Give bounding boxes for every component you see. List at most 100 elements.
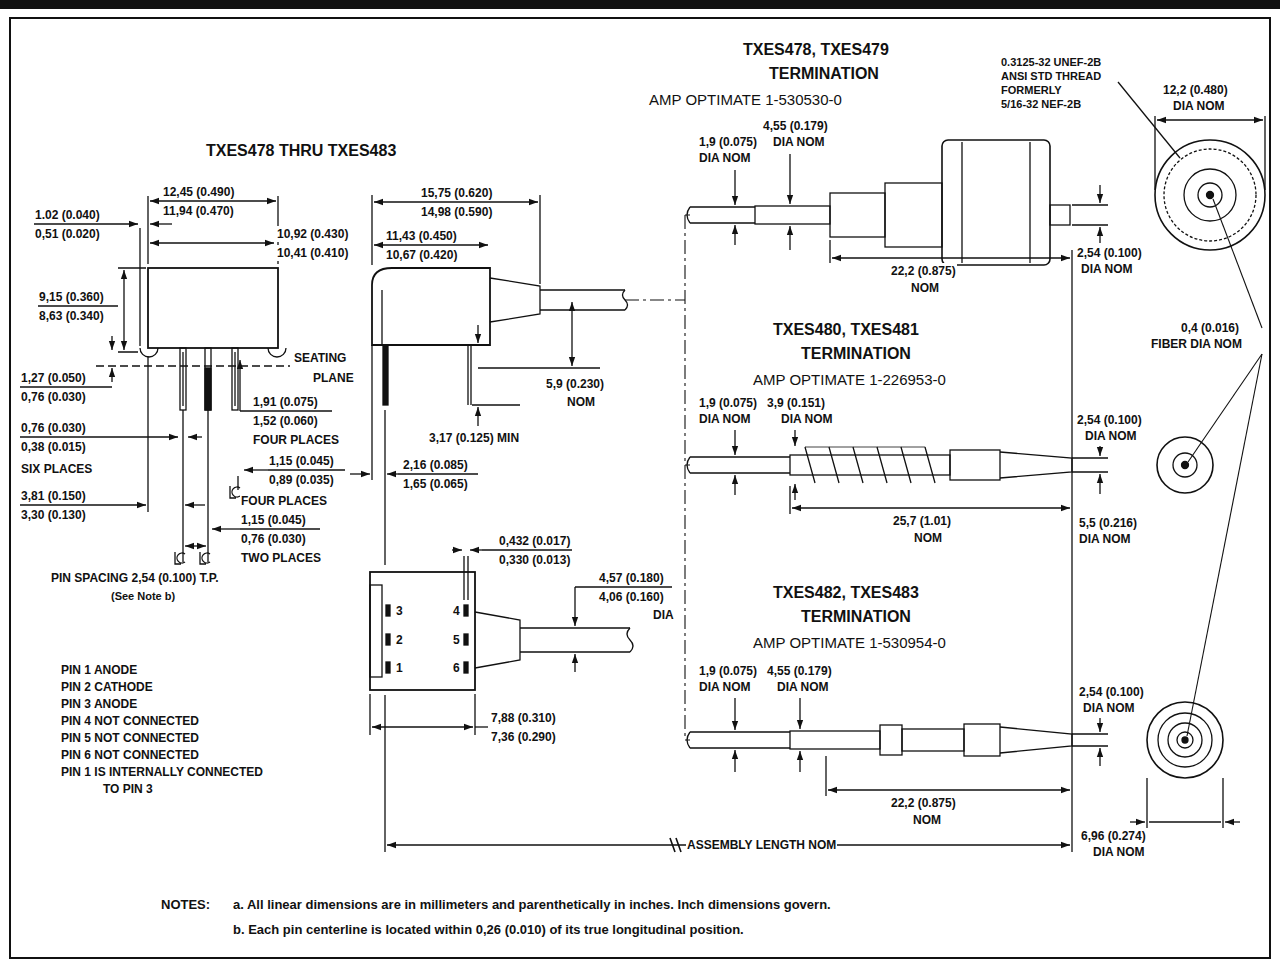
- front-view: [175, 552, 185, 564]
- bottom-view: [386, 662, 390, 673]
- connection-centerline: [625, 215, 690, 740]
- end-view-top: [1155, 116, 1265, 190]
- front-view: [118, 268, 146, 352]
- dimension-label: 11,94 (0.470): [162, 203, 235, 219]
- dimension-label: 1,27 (0.050): [20, 370, 87, 386]
- front-view: [96, 365, 290, 366]
- end-view-bottom: [1130, 702, 1240, 828]
- dimension-label: NOM: [913, 530, 943, 546]
- termination-1226953: [790, 455, 950, 475]
- dimension-label: 25,7 (1.01): [892, 513, 952, 529]
- view-title: AMP OPTIMATE 1-530954-0: [752, 635, 947, 651]
- bottom-view: [575, 586, 672, 587]
- dimension-label: 10,41 (0.410): [276, 245, 349, 261]
- side-view: [350, 195, 628, 852]
- view-title: AMP OPTIMATE 1-530530-0: [648, 92, 843, 108]
- end-view-bottom: [1225, 821, 1240, 822]
- termination-1226953: [805, 447, 935, 483]
- dimension-label: TWO PLACES: [240, 550, 322, 566]
- dimension-label: PIN 1 IS INTERNALLY CONNECTED: [60, 764, 264, 780]
- termination-1530954: [734, 698, 735, 730]
- dimension-label: DIA NOM: [1078, 531, 1132, 547]
- front-view: [234, 352, 235, 406]
- dimension-label: PIN 4 NOT CONNECTED: [60, 713, 200, 729]
- bottom-view: [482, 549, 572, 550]
- dimension-label: 11,43 (0.450): [385, 228, 458, 244]
- front-view: [34, 223, 138, 224]
- dimension-label: DIA NOM: [772, 134, 826, 150]
- dimension-label: PIN 2 CATHODE: [60, 679, 154, 695]
- bottom-view: [386, 634, 390, 645]
- front-view: [20, 386, 112, 387]
- termination-1226953: [805, 447, 925, 448]
- end-view-bottom: [1149, 821, 1221, 822]
- end-view-top: [1184, 169, 1236, 221]
- side-view: [381, 290, 382, 345]
- bottom-view: [520, 628, 630, 652]
- side-view: [372, 268, 490, 345]
- front-view: [140, 348, 158, 357]
- dimension-label: 2: [395, 632, 404, 648]
- termination-1530530: [789, 226, 790, 250]
- side-view: [540, 290, 625, 310]
- assembly-length: [1071, 250, 1072, 852]
- bottom-view: [370, 585, 382, 677]
- bottom-view: [464, 634, 468, 645]
- termination-1226953: [1072, 458, 1108, 472]
- dimension-label: 9,15 (0.360): [38, 289, 105, 305]
- note-text: b. Each pin centerline is located within…: [232, 922, 745, 938]
- termination-1530954: [799, 751, 800, 772]
- dimension-label: 12,2 (0.480): [1162, 82, 1229, 98]
- termination-1530530: [690, 207, 755, 223]
- side-view: [477, 407, 478, 426]
- dimension-label: 10,92 (0.430): [276, 226, 349, 242]
- dimension-label: FIBER DIA NOM: [1150, 336, 1243, 352]
- dimension-label: 0,330 (0.013): [498, 552, 571, 568]
- termination-1530954: [1099, 718, 1100, 732]
- dimension-label: 7,88 (0.310): [490, 710, 557, 726]
- note-text: a. All linear dimensions are in millimet…: [232, 897, 832, 913]
- dimension-label: 12,45 (0.490): [162, 184, 235, 200]
- front-view: [239, 360, 240, 411]
- dimension-label: 4,57 (0.180): [598, 570, 665, 586]
- side-view: [478, 367, 600, 368]
- dimension-label: TO PIN 3: [102, 781, 154, 797]
- assembly-length: [387, 250, 1072, 852]
- side-view: [472, 404, 520, 405]
- dimension-label: 7,36 (0.290): [490, 729, 557, 745]
- end-view-top: [1164, 149, 1256, 241]
- termination-1530954: [902, 729, 964, 751]
- bottom-view: [370, 694, 475, 735]
- dimension-label: NOM: [566, 394, 596, 410]
- front-view: [185, 504, 205, 505]
- dimension-label: 0,76 (0.030): [20, 389, 87, 405]
- dimension-label: DIA NOM: [698, 150, 752, 166]
- termination-1226953: [792, 507, 1070, 508]
- dimension-label: 1,9 (0.075): [698, 395, 758, 411]
- termination-1226953: [687, 430, 1108, 514]
- dimension-label: 15,75 (0.620): [420, 185, 493, 201]
- end-view-top: [1155, 140, 1265, 250]
- bottom-view: [452, 549, 462, 550]
- dimension-label: PIN 6 NOT CONNECTED: [60, 747, 200, 763]
- end-view-top: [1207, 192, 1214, 199]
- end-view-bottom: [1168, 723, 1202, 757]
- dimension-label: 4,55 (0.179): [766, 663, 833, 679]
- bottom-view: [464, 662, 468, 673]
- dimension-label: FOUR PLACES: [240, 493, 328, 509]
- dimension-label: ASSEMBLY LENGTH NOM: [686, 837, 837, 853]
- dimension-label: 0,76 (0.030): [240, 531, 307, 547]
- note-text: NOTES:: [160, 897, 211, 913]
- dimension-label: NOM: [910, 280, 940, 296]
- termination-1530530: [789, 154, 790, 204]
- dimension-label: 5/16-32 NEF-2B: [1000, 96, 1082, 112]
- termination-1530530: [1050, 205, 1070, 225]
- end-view-middle: [1173, 453, 1197, 477]
- front-view: [111, 368, 112, 382]
- front-view: [150, 200, 276, 201]
- front-view: [205, 368, 211, 410]
- dimension-label: 10,67 (0.420): [385, 247, 458, 263]
- dimension-label: 3,17 (0.125) MIN: [428, 430, 520, 446]
- dimension-label: PIN 5 NOT CONNECTED: [60, 730, 200, 746]
